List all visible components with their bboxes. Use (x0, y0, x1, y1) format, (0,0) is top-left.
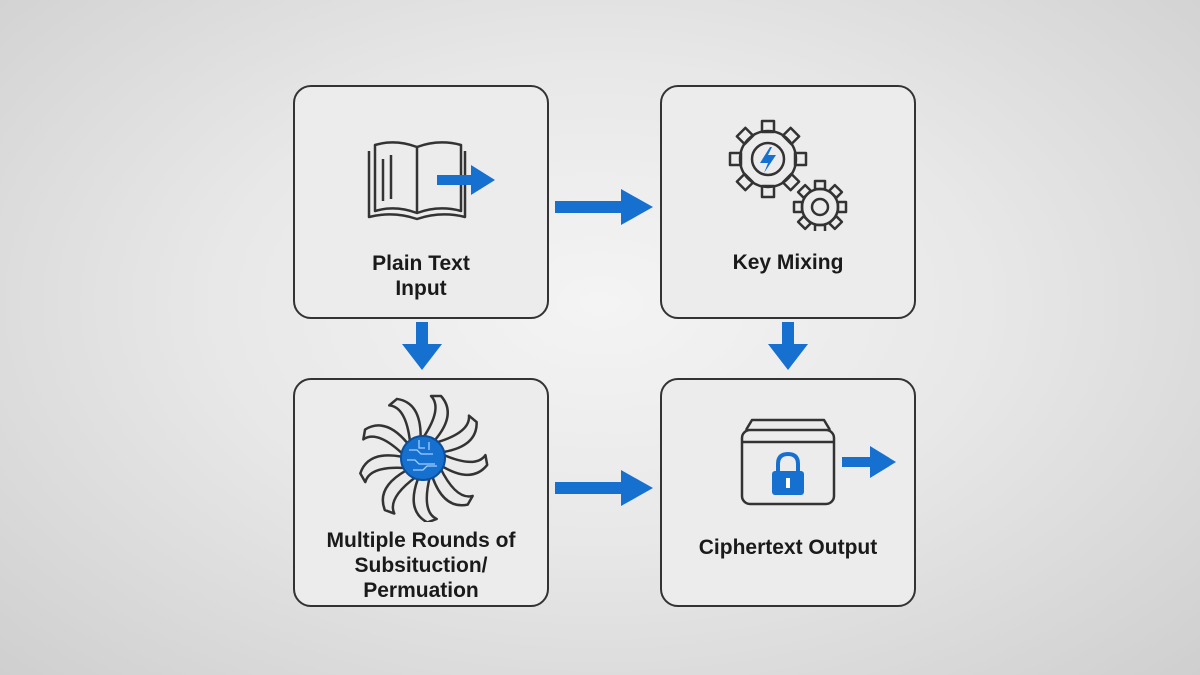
arrow-rounds-to-cipher (555, 470, 653, 506)
multiple-rounds-box: Multiple Rounds of Subsituction/ Permuat… (293, 378, 549, 607)
arrow-plain-to-rounds (402, 322, 442, 370)
open-book-icon (367, 141, 495, 221)
gears-lightning-icon (728, 119, 848, 231)
plain-text-input-label: Plain Text Input (372, 252, 470, 300)
swirl-chip-icon (359, 394, 489, 522)
key-mixing-box: Key Mixing (660, 85, 916, 319)
ciphertext-output-box: Ciphertext Output (660, 378, 916, 607)
multiple-rounds-label: Multiple Rounds of Subsituction/ Permuat… (326, 529, 516, 602)
key-mixing-label: Key Mixing (732, 251, 844, 274)
locked-box-icon (740, 418, 896, 506)
ciphertext-output-label: Ciphertext Output (698, 536, 878, 559)
arrow-key-to-cipher (768, 322, 808, 370)
arrow-plain-to-key (555, 189, 653, 225)
plain-text-input-box: Plain Text Input (293, 85, 549, 319)
